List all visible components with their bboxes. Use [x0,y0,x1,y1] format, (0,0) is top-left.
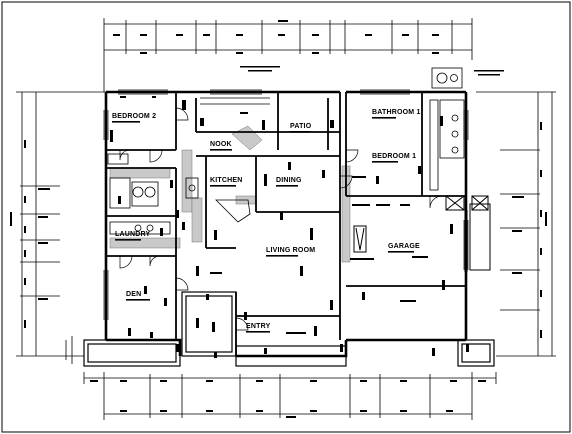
room-label-living: LIVING ROOM [266,247,315,254]
room-label-nook: NOOK [210,141,232,148]
room-label-entry: ENTRY [246,323,271,330]
garage-details [353,195,491,272]
room-label-den: DEN [126,291,141,298]
room-label-kitchen: KITCHEN [210,177,243,184]
room-label-bedroom1: BEDROOM 1 [372,153,416,160]
interior-annotations [110,96,469,358]
room-label-bedroom2: BEDROOM 2 [112,113,156,120]
right-dimension-labels [512,122,547,338]
room-label-laundry: LAUNDRY [115,231,150,238]
room-label-dining: DINING [276,177,302,184]
bottom-dimensions [83,372,497,420]
room-label-patio: PATIO [290,123,312,130]
bath-fixtures [107,67,465,235]
top-dimensions [103,18,473,92]
top-dimension-labels [113,20,504,76]
left-dimension-labels [10,140,50,328]
left-dimensions [16,91,106,364]
interior-walls [106,92,466,356]
right-dimensions [476,91,556,357]
bottom-dimension-labels [90,380,486,418]
room-labels: BEDROOM 2 NOOK PATIO BATHROOM 1 BEDROOM … [112,109,421,333]
room-label-garage: GARAGE [388,243,420,250]
room-label-bathroom1: BATHROOM 1 [372,109,421,116]
